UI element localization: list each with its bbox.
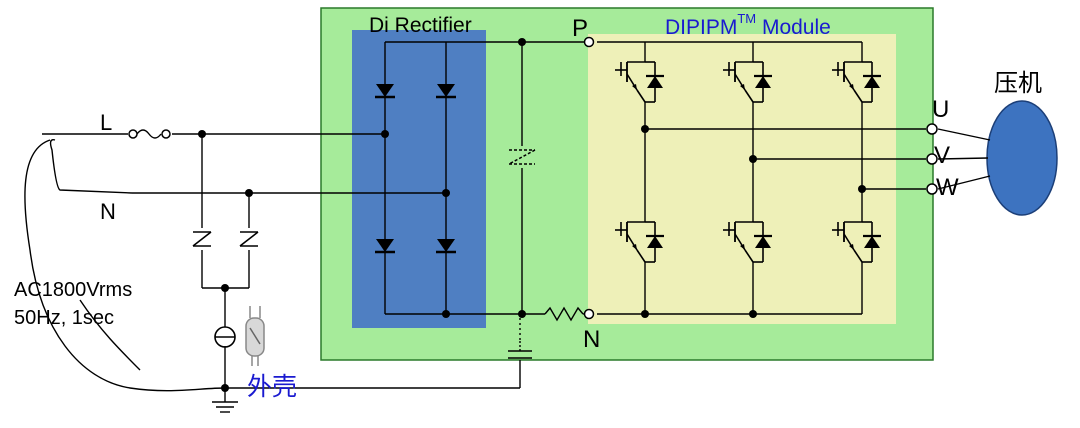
terminal-p-node: [583, 36, 595, 48]
terminal-v-node: [926, 153, 938, 165]
dipipm-module-block: [588, 34, 896, 324]
terminal-n-label: N: [583, 326, 601, 353]
compressor-motor: [986, 100, 1058, 216]
terminal-p-label: P: [572, 15, 589, 42]
surge-absorber: [239, 231, 259, 247]
line-n-label: N: [100, 199, 116, 224]
discharge-tube-icon: [245, 306, 265, 366]
rectifier-block: [352, 30, 486, 328]
source-frequency-label: 50Hz, 1sec: [14, 307, 115, 329]
dipipm-module-title: DIPIPMTM Module: [665, 11, 831, 39]
terminal-n-node: [583, 308, 595, 320]
source-voltage-label: AC1800Vrms: [14, 279, 133, 301]
terminal-w-node: [926, 183, 938, 195]
compressor-label: 压机: [994, 70, 1042, 97]
casing-label: 外壳: [247, 373, 298, 401]
phase-v-label: V: [934, 142, 951, 169]
dc-link-capacitor: [508, 149, 536, 165]
surge-absorber: [192, 231, 212, 247]
line-l-label: L: [100, 110, 113, 135]
rectifier-title: Di Rectifier: [369, 14, 472, 37]
terminal-u-node: [926, 123, 938, 135]
phase-u-label: U: [932, 96, 950, 123]
phase-w-label: W: [936, 174, 959, 201]
